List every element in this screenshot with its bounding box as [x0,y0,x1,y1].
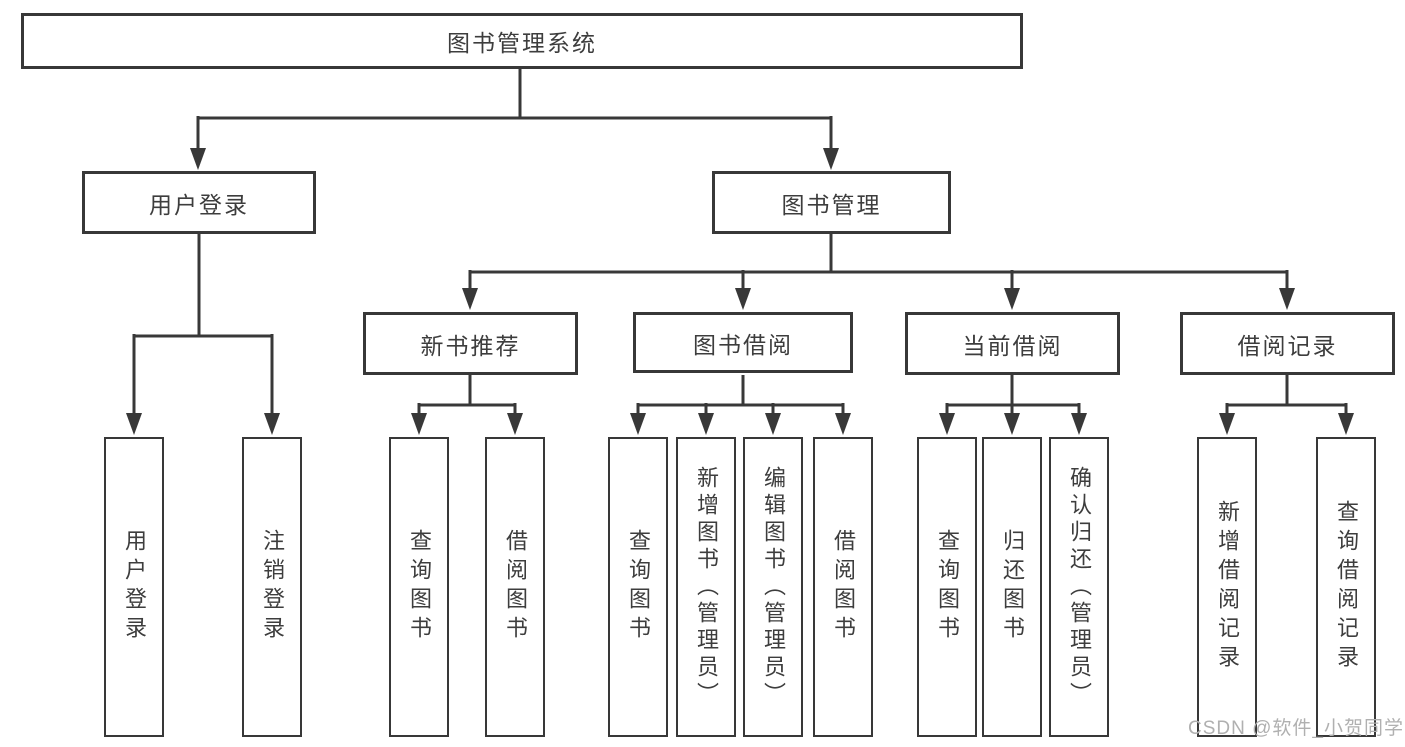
arrowhead [1004,413,1020,435]
arrowhead [1004,288,1020,310]
node-current-borrow: 当前借阅 [905,312,1120,375]
leaf-user-login: 用户登录 [104,437,164,737]
leaf-borrow-book-1: 借阅图书 [485,437,545,737]
leaf-borrow-book-2: 借阅图书 [813,437,873,737]
leaf-return-book: 归还图书 [982,437,1042,737]
leaf-query-book-3: 查询图书 [917,437,977,737]
leaf-confirm-return-admin: 确认归还（管理员） [1049,437,1109,737]
arrowhead [411,413,427,435]
arrowhead [507,413,523,435]
leaf-edit-book-admin: 编辑图书（管理员） [743,437,803,737]
node-book-management: 图书管理 [712,171,951,234]
arrowhead [939,413,955,435]
connector-bookmgmt-to-level3 [468,234,1289,290]
arrowhead [630,413,646,435]
arrowhead [1219,413,1235,435]
connector-newbooks-children [417,375,517,415]
node-book-borrow: 图书借阅 [633,312,853,373]
arrowhead [126,413,142,435]
watermark: CSDN @软件_小贺同学 [1188,718,1404,739]
node-new-book-recommend: 新书推荐 [363,312,578,375]
arrowhead [823,148,839,170]
connector-root-to-level2 [196,69,833,150]
leaf-logout: 注销登录 [242,437,302,737]
leaf-query-book-1: 查询图书 [389,437,449,737]
connector-userlogin-children [132,234,274,415]
leaf-query-book-2: 查询图书 [608,437,668,737]
arrowhead [462,288,478,310]
connector-current-children [945,375,1081,415]
connector-records-children [1225,375,1348,415]
leaf-add-book-admin: 新增图书（管理员） [676,437,736,737]
arrowhead [835,413,851,435]
arrowhead [1071,413,1087,435]
arrowhead [765,413,781,435]
node-root-title: 图书管理系统 [21,13,1023,69]
arrowhead [735,288,751,310]
arrowhead [190,148,206,170]
leaf-add-borrow-record: 新增借阅记录 [1197,437,1257,737]
node-user-login: 用户登录 [82,171,316,234]
leaf-query-borrow-record: 查询借阅记录 [1316,437,1376,737]
node-borrow-records: 借阅记录 [1180,312,1395,375]
arrowhead [1279,288,1295,310]
arrowhead [698,413,714,435]
arrowhead [1338,413,1354,435]
arrowhead [264,413,280,435]
connector-borrow-children [636,375,845,415]
